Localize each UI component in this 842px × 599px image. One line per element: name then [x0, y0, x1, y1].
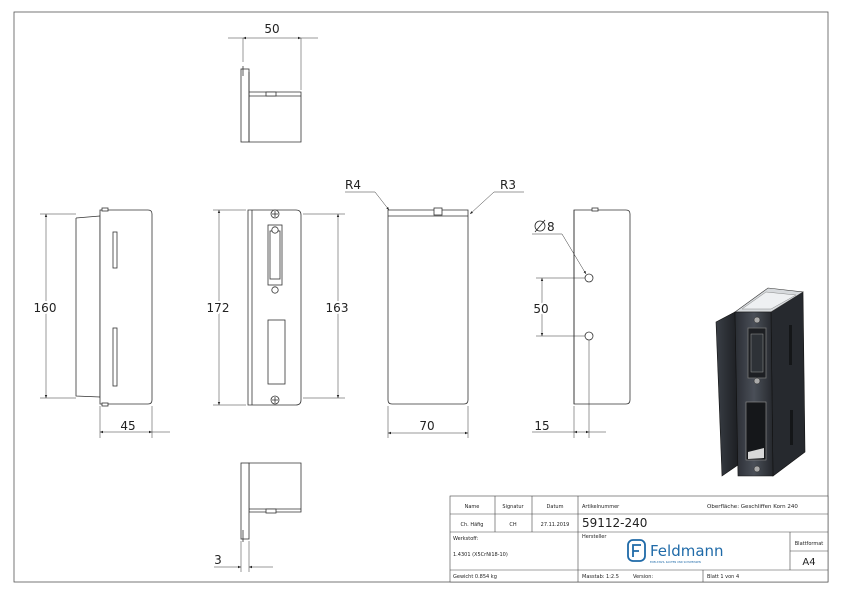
dim-mid-width: 70 — [419, 419, 434, 433]
tb-datum-value: 27.11.2019 — [541, 522, 570, 528]
title-block — [449, 495, 829, 583]
tb-blatt: Blatt 1 von 4 — [707, 574, 739, 580]
tb-blattformat-label: Blattformat — [795, 541, 824, 547]
dim-radius-right: R3 — [500, 178, 516, 192]
rear-view — [387, 207, 469, 405]
dim-hole-spacing: 50 — [533, 302, 548, 316]
tb-datum-label: Datum — [547, 504, 564, 510]
tb-gewicht: Gewicht 0.854 kg — [453, 574, 497, 580]
dim-left-width: 45 — [120, 419, 135, 433]
tb-massstab: Masstab: 1:2.5 — [582, 574, 619, 580]
mid-width-dimension: 70 — [387, 406, 469, 438]
dim-front-height: 172 — [207, 301, 230, 315]
dim-top-width: 50 — [264, 22, 279, 36]
left-height-dimension: 160 — [32, 213, 76, 399]
hole-diameter-callout: 8 — [532, 219, 587, 275]
dim-hole-diameter: 8 — [547, 220, 555, 234]
dim-hole-offset: 15 — [534, 419, 549, 433]
bottom-view — [240, 462, 302, 542]
tb-logo-tagline: EDELSTAHL KAUFEN UND SCHWEISSEN — [650, 560, 701, 564]
front-inner-height-dimension: 163 — [303, 213, 350, 399]
tb-logo-name: Feldmann — [650, 542, 724, 560]
tb-signatur-label: Signatur — [502, 504, 524, 510]
feldmann-logo-icon — [627, 539, 646, 562]
top-view — [240, 66, 302, 143]
tb-hersteller-label: Hersteller — [582, 534, 607, 540]
tb-artikel-value: 59112-240 — [582, 516, 647, 530]
tb-artikel-label: Artikelnummer — [582, 504, 620, 510]
tb-name-label: Name — [465, 504, 480, 510]
tb-name-value: Ch. Häfig — [461, 522, 484, 528]
top-width-dimension: 50 — [228, 22, 318, 90]
dim-radius-left: R4 — [345, 178, 361, 192]
title-block-text: Name Signatur Datum Artikelnummer Oberfl… — [453, 504, 823, 580]
dim-left-height: 160 — [34, 301, 57, 315]
diameter-icon — [534, 219, 546, 233]
tb-version: Version: — [633, 574, 653, 580]
dim-bottom-thickness: 3 — [214, 553, 222, 567]
sheet-frame — [13, 11, 829, 583]
isometric-render — [715, 287, 806, 477]
tb-signatur-value: CH — [509, 522, 516, 528]
front-height-dimension: 172 — [205, 209, 246, 406]
bottom-thickness-dimension: 3 — [214, 541, 273, 572]
left-side-view — [75, 207, 153, 407]
radius-callouts: R4 R3 — [345, 178, 524, 215]
front-view — [247, 209, 302, 406]
right-side-view — [573, 207, 631, 405]
tb-oberflaeche: Oberfläche: Geschliffen Korn 240 — [707, 504, 798, 510]
tb-werkstoff-value: 1.4301 (X5CrNi18-10) — [453, 552, 508, 558]
hole-spacing-dimension: 50 — [531, 277, 585, 337]
tb-blattformat-value: A4 — [802, 557, 815, 568]
dim-front-inner-height: 163 — [326, 301, 349, 315]
hole-offset-dimension: 15 — [532, 340, 606, 438]
left-width-dimension: 45 — [99, 406, 170, 438]
tb-werkstoff-label: Werkstoff: — [453, 536, 479, 542]
